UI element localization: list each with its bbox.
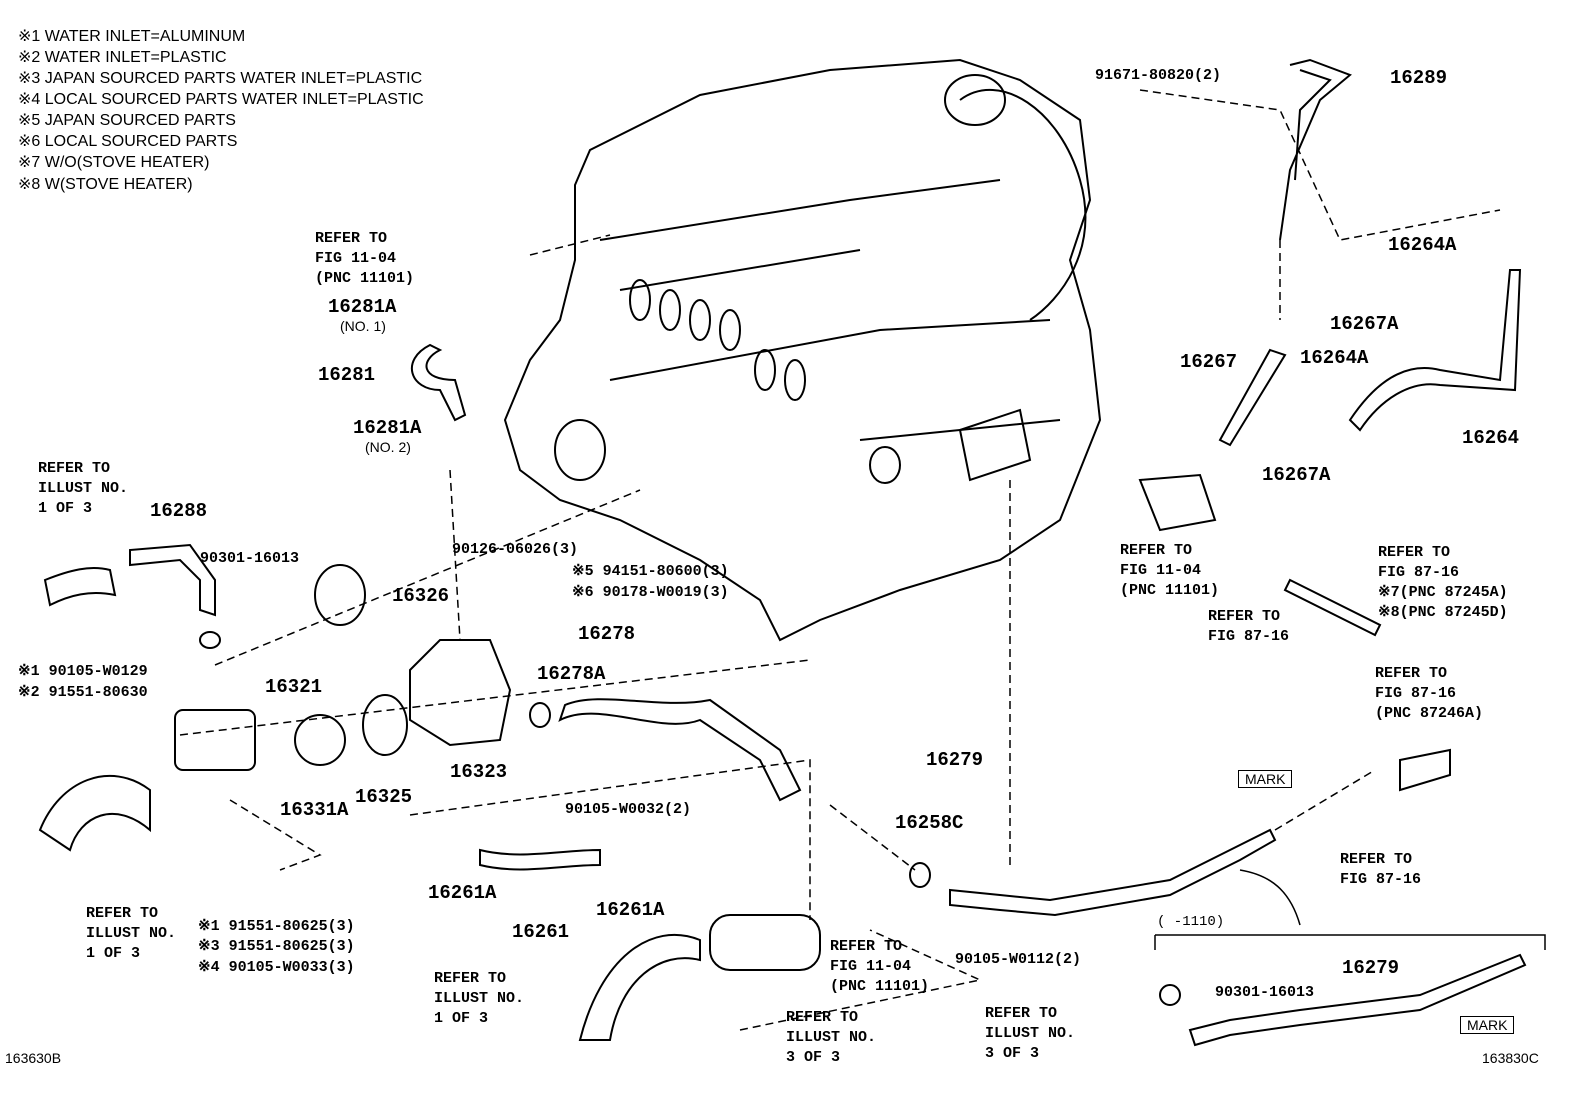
part-label[interactable]: 16261 <box>512 921 570 943</box>
note-1: ※1 WATER INLET=ALUMINUM <box>18 28 246 45</box>
pipe-16279-bottom <box>1188 953 1527 1047</box>
mark-box: MARK <box>1238 770 1293 788</box>
refer-to-label[interactable]: REFER TO FIG 87-16 (PNC 87246A) <box>1375 665 1484 722</box>
part-label[interactable]: 16279 <box>926 749 984 771</box>
part-label[interactable]: 16326 <box>392 585 450 607</box>
refer-to-label[interactable]: REFER TO ILLUST NO. 1 OF 3 <box>38 460 129 517</box>
part-label[interactable]: 16264A <box>1300 347 1369 369</box>
part-label[interactable]: 16281 <box>318 364 376 386</box>
part-label[interactable]: ※6 90178-W0019(3) <box>572 584 729 601</box>
note-8: ※8 W(STOVE HEATER) <box>18 176 193 193</box>
thermostat-housing-16321 <box>174 709 256 771</box>
part-label[interactable]: 16288 <box>150 500 208 522</box>
mark-box: MARK <box>1460 1016 1515 1034</box>
hose-16281 <box>410 343 467 422</box>
refer-to-label[interactable]: REFER TO FIG 11-04 (PNC 11101) <box>830 938 930 995</box>
refer-to-label[interactable]: REFER TO FIG 11-04 (PNC 11101) <box>1120 542 1220 599</box>
part-sublabel: (NO. 1) <box>340 318 386 334</box>
part-label[interactable]: 16278A <box>537 663 606 685</box>
note-3: ※3 JAPAN SOURCED PARTS WATER INLET=PLAST… <box>18 70 423 87</box>
gasket-16325 <box>362 694 408 756</box>
refer-to-label[interactable]: REFER TO FIG 11-04 (PNC 11101) <box>315 230 415 287</box>
gasket-16326 <box>314 564 366 626</box>
pipe-16279-top <box>949 828 1277 917</box>
note-5: ※5 JAPAN SOURCED PARTS <box>18 112 236 129</box>
range-label: ( -1110) <box>1157 914 1225 930</box>
hose-16267 <box>1218 348 1287 447</box>
hose-left-b <box>38 774 151 852</box>
part-label[interactable]: 90105-W0032(2) <box>565 801 692 818</box>
refer-to-label[interactable]: REFER TO FIG 87-16 <box>1208 608 1290 645</box>
refer-to-label[interactable]: REFER TO ILLUST NO. 3 OF 3 <box>786 1009 877 1066</box>
part-label[interactable]: 16289 <box>1390 67 1448 89</box>
note-6: ※6 LOCAL SOURCED PARTS <box>18 133 238 150</box>
part-label[interactable]: 16258C <box>895 812 964 834</box>
hose-16261 <box>479 848 601 871</box>
hose-16264 <box>1348 269 1522 432</box>
part-label[interactable]: ※4 90105-W0033(3) <box>198 959 355 976</box>
refer-to-label[interactable]: REFER TO ILLUST NO. 1 OF 3 <box>86 905 177 962</box>
part-label[interactable]: 16279 <box>1342 957 1400 979</box>
part-label[interactable]: 16323 <box>450 761 508 783</box>
part-label[interactable]: 90126-06026(3) <box>452 541 579 558</box>
pipe-16289 <box>1279 58 1352 241</box>
part-label[interactable]: 16331A <box>280 799 349 821</box>
note-7: ※7 W/O(STOVE HEATER) <box>18 154 210 171</box>
part-label[interactable]: 91671-80820(2) <box>1095 67 1222 84</box>
note-2: ※2 WATER INLET=PLASTIC <box>18 49 227 66</box>
part-label[interactable]: ※3 91551-80625(3) <box>198 938 355 955</box>
water-outlet-16323 <box>409 639 512 747</box>
illustration-code-right: 163830C <box>1482 1050 1539 1066</box>
part-label[interactable]: 16325 <box>355 786 413 808</box>
refer-to-label[interactable]: REFER TO FIG 87-16 <box>1340 851 1422 888</box>
part-label[interactable]: 16278 <box>578 623 636 645</box>
part-label[interactable]: 16267A <box>1330 313 1399 335</box>
part-label[interactable]: 16261A <box>596 899 665 921</box>
part-label[interactable]: 90301-16013 <box>200 550 300 567</box>
part-label[interactable]: 16267A <box>1262 464 1331 486</box>
part-sublabel: (NO. 2) <box>365 439 411 455</box>
note-4: ※4 LOCAL SOURCED PARTS WATER INLET=PLAST… <box>18 91 424 108</box>
part-label[interactable]: ※2 91551-80630 <box>18 684 148 701</box>
hose-bottom <box>578 934 701 1041</box>
part-label[interactable]: 16264 <box>1462 427 1520 449</box>
part-label[interactable]: 16281A <box>328 296 397 318</box>
part-label[interactable]: 16267 <box>1180 351 1238 373</box>
part-label[interactable]: 16321 <box>265 676 323 698</box>
refer-to-label[interactable]: REFER TO ILLUST NO. 3 OF 3 <box>985 1005 1076 1062</box>
hose-16288 <box>129 543 216 617</box>
part-label[interactable]: 16261A <box>428 882 497 904</box>
part-label[interactable]: 90105-W0112(2) <box>955 951 1082 968</box>
part-label[interactable]: ※1 91551-80625(3) <box>198 918 355 935</box>
engine-block-outline <box>503 58 1102 642</box>
part-label[interactable]: ※5 94151-80600(3) <box>572 563 729 580</box>
hose-left-a <box>43 567 117 607</box>
illustration-code-left: 163630B <box>5 1050 62 1066</box>
part-label[interactable]: 16264A <box>1388 234 1457 256</box>
refer-to-label[interactable]: REFER TO ILLUST NO. 1 OF 3 <box>434 970 525 1027</box>
refer-to-label[interactable]: REFER TO FIG 87-16 ※7(PNC 87245A) ※8(PNC… <box>1378 544 1508 621</box>
part-label[interactable]: 90301-16013 <box>1215 984 1315 1001</box>
part-label[interactable]: 16281A <box>353 417 422 439</box>
part-label[interactable]: ※1 90105-W0129 <box>18 663 148 680</box>
hose-16278 <box>558 698 802 802</box>
thermostat-16331A <box>294 714 346 766</box>
